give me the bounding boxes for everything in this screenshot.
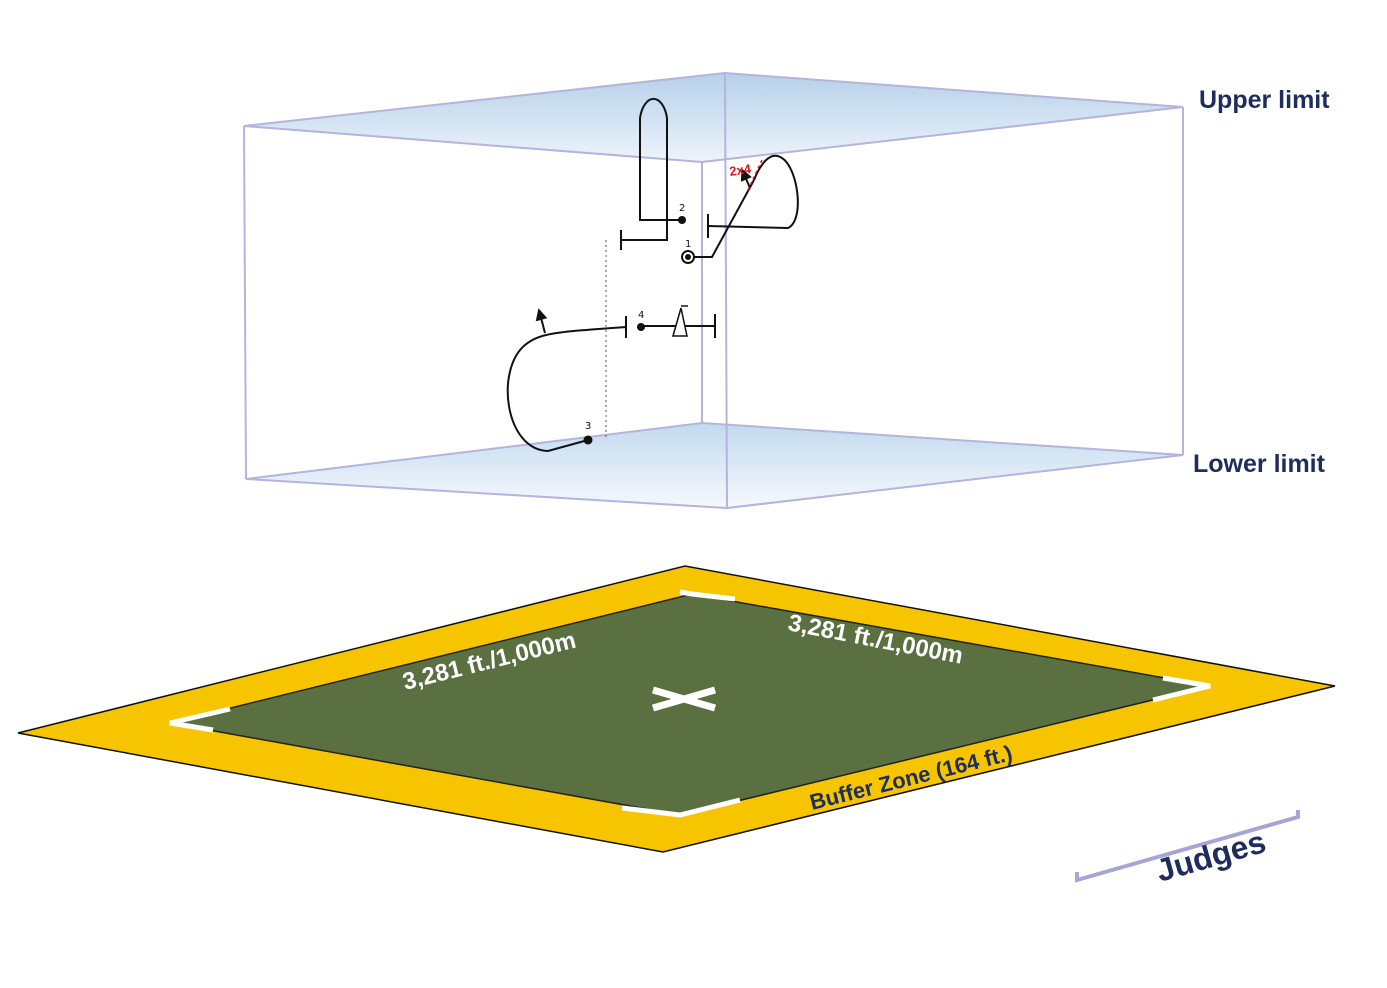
point-2-label: 2 — [679, 203, 685, 214]
point-3 — [583, 435, 593, 445]
judges-label: Judges — [1152, 823, 1270, 888]
lower-limit-label: Lower limit — [1193, 450, 1326, 478]
judges-line — [1075, 810, 1300, 883]
figure-2 — [620, 97, 682, 250]
corner-markers — [169, 589, 1211, 818]
upper-limit-label: Upper limit — [1199, 86, 1330, 114]
upper-limit-plane — [244, 73, 1183, 162]
performance-zone: 3,281 ft./1,000m 3,281 ft./1,000m Buffer… — [17, 565, 1336, 853]
box-edges — [243, 71, 1184, 510]
aerobatic-box — [243, 71, 1184, 510]
point-4 — [637, 323, 645, 331]
point-3-label: 3 — [585, 421, 591, 432]
point-4-label: 4 — [638, 310, 644, 321]
figure-4 — [641, 305, 716, 338]
maneuver-points — [583, 216, 695, 445]
judges-indicator: Judges — [1075, 810, 1300, 889]
figure-3 — [506, 308, 627, 453]
roll-annotation: 2x4 — [728, 161, 752, 179]
maneuver-sequence — [506, 97, 799, 453]
lower-limit-plane — [246, 423, 1183, 508]
figure-1 — [688, 154, 799, 258]
point-2 — [678, 216, 686, 224]
center-x-marker — [652, 686, 716, 712]
point-1-label: 1 — [685, 239, 691, 250]
